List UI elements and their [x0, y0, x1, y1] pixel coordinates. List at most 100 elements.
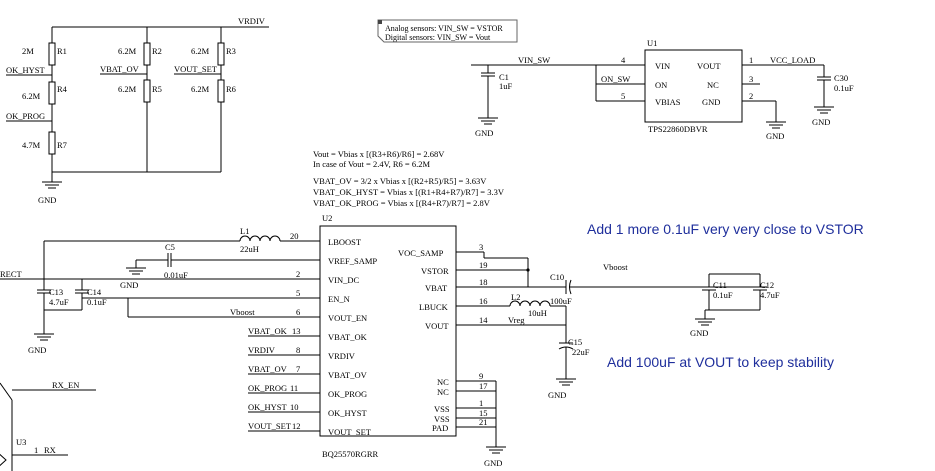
u2-pin-voutset-num: 12 — [292, 421, 301, 431]
u3-pin-num: 1 — [34, 445, 38, 455]
gnd-label: GND — [38, 195, 56, 205]
callout-line-1: Analog sensors: VIN_SW = VSTOR — [385, 24, 503, 33]
net-label-vboost: Vboost — [603, 262, 628, 272]
c1-value: 1uF — [499, 81, 513, 91]
u2-wire-vboost: Vboost — [230, 307, 255, 317]
capacitor-c10: C10 100uF Vboost — [548, 262, 709, 306]
vstor-cap-note: Add 1 more 0.1uF very very close to VSTO… — [587, 221, 864, 237]
c5-value: 0.01uF — [164, 270, 188, 280]
inductor-l1: L1 22uH — [44, 226, 282, 254]
u2-pin-vout-num: 14 — [479, 315, 488, 325]
u2-part: BQ25570RGRR — [322, 449, 379, 459]
formula-line-5: VBAT_OK_PROG = Vbias x [(R4+R7)/R7] = 2.… — [313, 198, 491, 208]
net-label-vrdiv: VRDIV — [238, 16, 266, 26]
net-label-vout-set: VOUT_SET — [174, 64, 218, 74]
l1-ref: L1 — [240, 226, 249, 236]
u1-pin-gnd-name: GND — [702, 97, 720, 107]
u1-pin-gnd-num: 2 — [749, 91, 753, 101]
net-label-ok-hyst: OK_HYST — [6, 65, 46, 75]
u2-pin-lbuck-num: 16 — [479, 296, 488, 306]
u2-pin-lboost-num: 20 — [290, 231, 299, 241]
u2-pin-nc1-name: NC — [437, 377, 449, 387]
u2-pin-vocsamp-num: 3 — [479, 242, 483, 252]
r7-value: 4.7M — [22, 140, 41, 150]
c1-ref: C1 — [499, 72, 509, 82]
net-label-rx-en: RX_EN — [52, 380, 79, 390]
u2-pin-pad-num: 21 — [479, 417, 488, 427]
c14-value: 0.1uF — [87, 297, 107, 307]
r1-value: 2M — [22, 46, 34, 56]
c13-value: 4.7uF — [49, 297, 69, 307]
u1-pin-nc-name: NC — [707, 80, 719, 90]
c10-value: 100uF — [550, 296, 572, 306]
u2-pin-vss1-num: 1 — [479, 398, 483, 408]
u1-pin-on-name: ON — [655, 80, 667, 90]
gnd-label: GND — [766, 131, 784, 141]
formula-line-1: Vout = Vbias x [(R3+R6)/R6] = 2.68V — [313, 149, 445, 159]
resistor-r5 — [143, 79, 151, 103]
u2-pin-vout-name: VOUT — [425, 321, 449, 331]
r4-value: 6.2M — [22, 91, 41, 101]
divider-network: VRDIV 2M R1 6.2M R4 4.7M R7 OK_HYST OK_P… — [6, 16, 269, 205]
resistor-r3 — [217, 42, 225, 66]
u2-pin-vss2-name: VSS — [434, 414, 450, 424]
u2-pin-vindc-name: VIN_DC — [328, 275, 359, 285]
gnd-label: GND — [484, 458, 502, 468]
u2-pin-enn-name: EN_N — [328, 294, 350, 304]
u2-wire-vout-set: VOUT_SET — [248, 421, 292, 431]
gnd-label: GND — [28, 345, 46, 355]
c15-ref: C15 — [568, 337, 582, 347]
c10-ref: C10 — [550, 272, 564, 282]
u2-pin-okprog-num: 11 — [290, 383, 298, 393]
u2-pin-okprog-name: OK_PROG — [328, 389, 367, 399]
u2-pin-vindc-num: 2 — [296, 269, 300, 279]
r3-value: 6.2M — [191, 46, 210, 56]
resistor-r4 — [48, 81, 56, 105]
c30-value: 0.1uF — [834, 83, 854, 93]
u2-pin-okhyst-num: 10 — [290, 402, 299, 412]
r6-value: 6.2M — [191, 84, 210, 94]
c13-ref: C13 — [49, 287, 63, 297]
c14-ref: C14 — [87, 287, 102, 297]
gnd-label: GND — [690, 328, 708, 338]
gnd-label: GND — [475, 128, 493, 138]
u1-ref: U1 — [647, 38, 657, 48]
capacitor-c5: C5 0.01uF GND — [120, 242, 188, 290]
u2-pin-nc2-num: 17 — [479, 381, 488, 391]
r2-ref: R2 — [152, 46, 162, 56]
r6-ref: R6 — [226, 84, 236, 94]
c11-ref: C11 — [713, 280, 727, 290]
u2-wire-vbat-ok: VBAT_OK — [248, 326, 288, 336]
u2-pin-vstor-name: VSTOR — [421, 266, 449, 276]
load-switch-u1: U1 TPS22860DBVR VIN_SW 4 VIN ON_SW ON 5 … — [471, 38, 824, 141]
net-label-vbat-ov: VBAT_OV — [100, 64, 140, 74]
c12-ref: C12 — [760, 280, 774, 290]
u2-wire-ok-prog: OK_PROG — [248, 383, 287, 393]
c12-value: 4.7uF — [760, 290, 780, 300]
capacitor-c15: C15 22uF GND — [548, 325, 590, 400]
storage-caps: C11 0.1uF C12 4.7uF GND — [690, 273, 780, 338]
u1-pin-vin-num: 4 — [621, 55, 626, 65]
callout-line-2: Digital sensors: VIN_SW = Vout — [385, 33, 491, 42]
capacitor-c30: C30 0.1uF GND — [812, 65, 854, 127]
l2-value: 10uH — [528, 308, 547, 318]
r2-value: 6.2M — [118, 46, 137, 56]
u2-pin-vouten-num: 6 — [296, 307, 300, 317]
resistor-r6 — [217, 79, 225, 103]
l1-value: 22uH — [240, 244, 259, 254]
resistor-r7 — [48, 131, 56, 155]
u3-ref: U3 — [16, 437, 26, 447]
net-label-on-sw: ON_SW — [601, 74, 630, 84]
r5-ref: R5 — [152, 84, 162, 94]
net-label-rect: RECT — [0, 269, 23, 279]
net-label-ok-prog: OK_PROG — [6, 111, 45, 121]
gnd-label: GND — [548, 390, 566, 400]
u2-ref: U2 — [322, 213, 332, 223]
net-label-vreg: Vreg — [508, 315, 525, 325]
u2-pin-vouten-name: VOUT_EN — [328, 313, 367, 323]
r5-value: 6.2M — [118, 84, 137, 94]
vout-cap-note: Add 100uF at VOUT to keep stability — [607, 354, 834, 370]
u2-pin-nc2-name: NC — [437, 387, 449, 397]
u1-pin-vout-name: VOUT — [697, 61, 721, 71]
